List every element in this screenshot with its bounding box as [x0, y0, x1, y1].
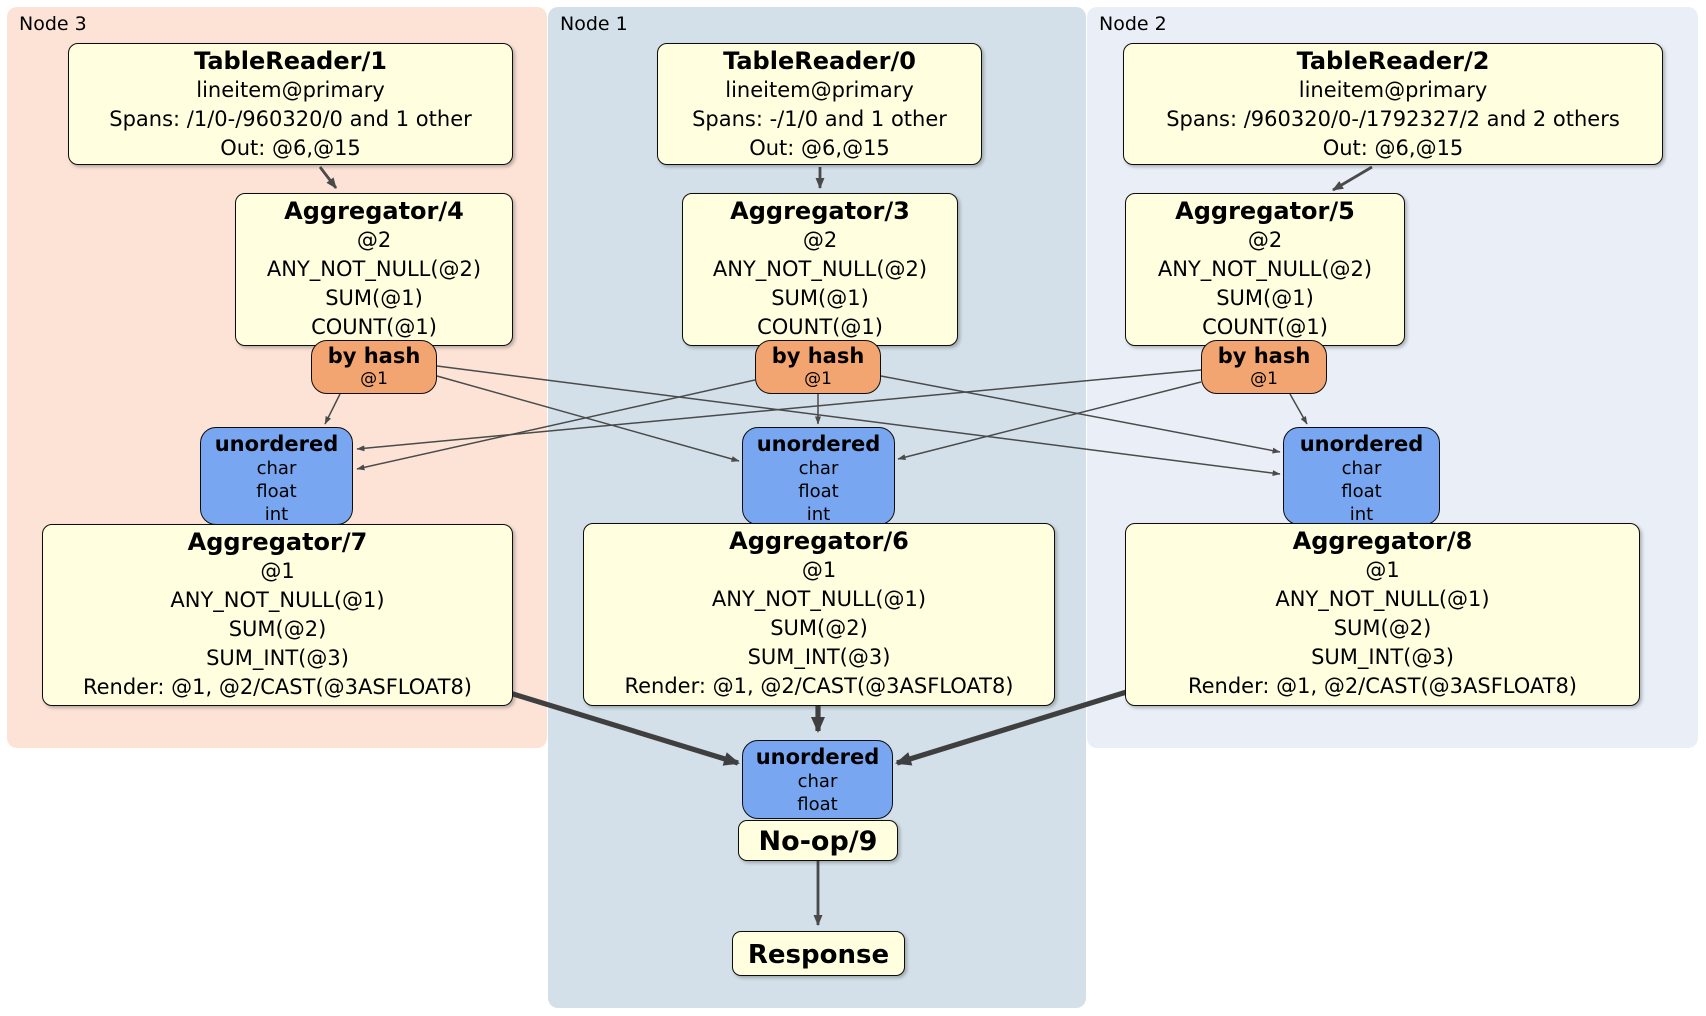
sync-title: unordered [756, 432, 881, 456]
unordered-sync-node2: unordered char float int [1283, 427, 1440, 525]
sync-line: char [1341, 458, 1382, 479]
box-line: SUM_INT(@3) [1311, 645, 1454, 669]
box-line: @1 [1365, 558, 1400, 582]
aggregator-3-box: Aggregator/3 @2 ANY_NOT_NULL(@2) SUM(@1)… [682, 193, 958, 346]
box-title: Aggregator/4 [284, 197, 464, 225]
aggregator-8-box: Aggregator/8 @1 ANY_NOT_NULL(@1) SUM(@2)… [1125, 523, 1640, 706]
box-line: Out: @6,@15 [1322, 136, 1464, 160]
box-line: lineitem@primary [196, 78, 385, 102]
box-line: Spans: /1/0-/960320/0 and 1 other [109, 107, 472, 131]
box-title: Aggregator/5 [1175, 197, 1355, 225]
sync-line: char [256, 458, 297, 479]
router-title: by hash [1217, 344, 1311, 368]
box-line: SUM(@2) [228, 617, 327, 641]
box-line: ANY_NOT_NULL(@2) [712, 257, 928, 281]
box-line: @2 [1247, 228, 1283, 252]
response-box: Response [732, 931, 905, 976]
box-title: Aggregator/7 [187, 528, 368, 556]
sync-title: unordered [1299, 432, 1424, 456]
panel-node-2-label: Node 2 [1099, 13, 1167, 35]
box-title: Aggregator/8 [1292, 527, 1473, 555]
sync-line: int [806, 504, 831, 525]
box-line: SUM_INT(@3) [747, 645, 891, 669]
aggregator-4-box: Aggregator/4 @2 ANY_NOT_NULL(@2) SUM(@1)… [235, 193, 513, 346]
unordered-sync-node1: unordered char float int [742, 427, 895, 525]
box-title: Aggregator/6 [729, 527, 909, 555]
panel-node-1-label: Node 1 [560, 13, 628, 35]
box-line: lineitem@primary [1298, 78, 1488, 102]
router-title: by hash [771, 344, 865, 368]
router-line: @1 [1250, 369, 1278, 389]
aggregator-7-box: Aggregator/7 @1 ANY_NOT_NULL(@1) SUM(@2)… [42, 524, 513, 706]
unordered-sync-final: unordered char float [742, 740, 893, 819]
box-line: Spans: /960320/0-/1792327/2 and 2 others [1166, 107, 1620, 131]
box-line: ANY_NOT_NULL(@1) [1275, 587, 1490, 611]
aggregator-6-box: Aggregator/6 @1 ANY_NOT_NULL(@1) SUM(@2)… [583, 523, 1055, 706]
sync-line: float [797, 794, 838, 815]
sync-line: int [264, 504, 289, 525]
aggregator-5-box: Aggregator/5 @2 ANY_NOT_NULL(@2) SUM(@1)… [1125, 193, 1405, 346]
hash-router-node1: by hash @1 [755, 340, 881, 394]
hash-router-node2: by hash @1 [1201, 340, 1327, 394]
box-line: SUM(@1) [771, 286, 869, 310]
box-line: COUNT(@1) [1202, 315, 1328, 339]
box-line: ANY_NOT_NULL(@1) [170, 588, 385, 612]
sync-title: unordered [214, 432, 339, 456]
panel-node-3-label: Node 3 [19, 13, 87, 35]
tablereader-1-box: TableReader/1 lineitem@primary Spans: /1… [68, 43, 513, 165]
box-line: Render: @1, @2/CAST(@3ASFLOAT8) [82, 675, 473, 699]
sync-title: unordered [755, 745, 880, 769]
router-line: @1 [360, 369, 388, 389]
tablereader-0-box: TableReader/0 lineitem@primary Spans: -/… [657, 43, 982, 165]
box-line: @1 [801, 558, 837, 582]
box-line: SUM(@2) [1333, 616, 1432, 640]
box-line: COUNT(@1) [311, 315, 437, 339]
sync-line: int [1349, 504, 1374, 525]
box-title: Response [747, 940, 890, 970]
sync-line: float [256, 481, 297, 502]
box-title: TableReader/0 [723, 47, 916, 75]
hash-router-node3: by hash @1 [311, 340, 437, 394]
box-line: Render: @1, @2/CAST(@3ASFLOAT8) [1187, 674, 1578, 698]
tablereader-2-box: TableReader/2 lineitem@primary Spans: /9… [1123, 43, 1663, 165]
box-line: lineitem@primary [725, 78, 914, 102]
box-line: @1 [260, 559, 295, 583]
box-title: No-op/9 [758, 826, 878, 857]
unordered-sync-node3: unordered char float int [200, 427, 353, 525]
box-line: COUNT(@1) [757, 315, 883, 339]
box-line: SUM(@2) [770, 616, 868, 640]
box-line: ANY_NOT_NULL(@2) [266, 257, 482, 281]
box-line: SUM(@1) [1216, 286, 1314, 310]
box-line: ANY_NOT_NULL(@2) [1157, 257, 1373, 281]
sync-line: float [798, 481, 839, 502]
box-title: TableReader/2 [1296, 47, 1490, 75]
box-line: Spans: -/1/0 and 1 other [692, 107, 947, 131]
sync-line: char [797, 771, 838, 792]
box-line: SUM_INT(@3) [206, 646, 349, 670]
box-line: Out: @6,@15 [749, 136, 890, 160]
box-title: Aggregator/3 [730, 197, 910, 225]
box-title: TableReader/1 [194, 47, 387, 75]
router-title: by hash [327, 344, 421, 368]
box-line: SUM(@1) [325, 286, 423, 310]
box-line: @2 [356, 228, 392, 252]
box-line: Render: @1, @2/CAST(@3ASFLOAT8) [624, 674, 1014, 698]
noop-9-box: No-op/9 [738, 820, 898, 861]
box-line: ANY_NOT_NULL(@1) [711, 587, 927, 611]
box-line: @2 [802, 228, 838, 252]
box-line: Out: @6,@15 [220, 136, 361, 160]
router-line: @1 [804, 369, 832, 389]
sync-line: char [798, 458, 839, 479]
sync-line: float [1341, 481, 1382, 502]
